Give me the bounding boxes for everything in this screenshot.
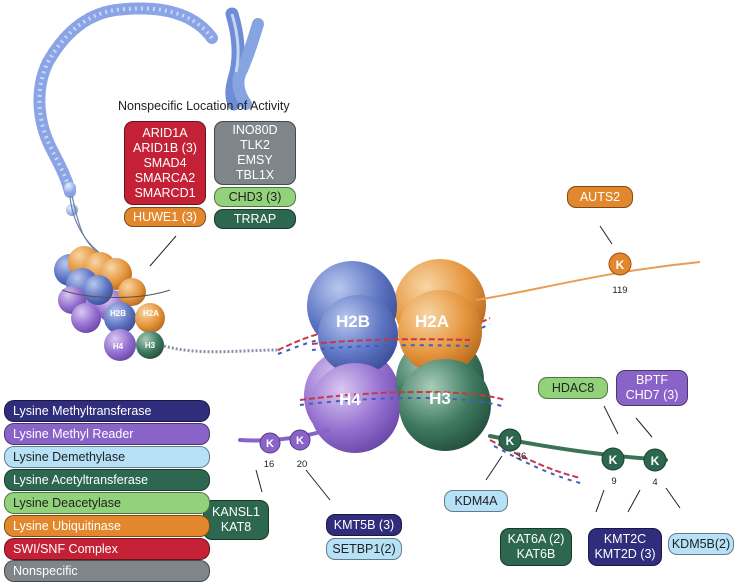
swisnf-protein-box: ARID1A ARID1B (3) SMAD4 SMARCA2 SMARCD1 (124, 121, 206, 205)
svg-text:K: K (266, 438, 274, 450)
chd3-protein-box: CHD3 (3) (214, 187, 296, 207)
connector-lines (149, 225, 681, 513)
nonspecific-protein-box: INO80D TLK2 EMSY TBL1X (214, 121, 296, 185)
histone-label-h3: H3 (429, 389, 451, 408)
protein-label: ARID1A (142, 125, 188, 140)
protein-label: EMSY (237, 153, 273, 167)
site-number-119: 119 (612, 285, 627, 296)
lysine-k9: K 9 (601, 447, 625, 487)
kdm5b-protein-box: KDM5B(2) (668, 533, 734, 555)
nucleosome-icon (277, 259, 585, 485)
lysine-k119: K 119 (608, 252, 632, 296)
nonspecific-location-title: Nonspecific Location of Activity (118, 99, 290, 113)
histone-label-h2a: H2A (415, 312, 449, 331)
legend-item-swisnf: SWI/SNF Complex (4, 538, 210, 560)
protein-label: INO80D (232, 123, 278, 137)
kmt5b-protein-box: KMT5B (3) (326, 514, 402, 536)
svg-text:K: K (296, 435, 304, 447)
histone-label-h3: H3 (145, 341, 156, 350)
legend-item-methyl-reader: Lysine Methyl Reader (4, 423, 210, 445)
legend-item-acetyltransferase: Lysine Acetyltransferase (4, 469, 210, 491)
kat6a-kat6b-protein-box: KAT6A (2) KAT6B (500, 528, 572, 566)
svg-text:K: K (506, 434, 515, 448)
kmt2c-kmt2d-protein-box: KMT2C KMT2D (3) (588, 528, 662, 566)
legend-item-ubiquitinase: Lysine Ubiquitinase (4, 515, 210, 537)
protein-label: SMAD4 (143, 155, 187, 170)
histone-label-h2b: H2B (336, 312, 370, 331)
histone-label-h2b: H2B (110, 309, 126, 318)
protein-label: SMARCA2 (134, 170, 196, 185)
chromatin-fiber-icon (33, 2, 218, 257)
lysine-k20: K 20 (289, 429, 311, 470)
huwe1-protein-box: HUWE1 (3) (124, 207, 206, 227)
site-number-16: 16 (264, 459, 275, 470)
nucleosome-array-icon (54, 246, 281, 361)
bptf-chd7-protein-box: BPTF CHD7 (3) (616, 370, 688, 406)
legend-item-demethylase: Lysine Demethylase (4, 446, 210, 468)
lysine-k4: K 4 (643, 448, 667, 488)
site-number-4: 4 (652, 477, 657, 488)
chromosome-icon (225, 7, 264, 111)
svg-text:K: K (609, 453, 618, 467)
lysine-k36: K 36 (498, 428, 527, 462)
legend-item-nonspecific: Nonspecific (4, 560, 210, 582)
site-number-20: 20 (297, 459, 308, 470)
hdac8-protein-box: HDAC8 (538, 377, 608, 399)
histone-label-h4: H4 (339, 390, 361, 409)
protein-label: SMARCD1 (134, 185, 196, 200)
setbp1-protein-box: SETBP1(2) (326, 538, 402, 560)
legend-item-deacetylase: Lysine Deacetylase (4, 492, 210, 514)
protein-label: TBL1X (235, 168, 275, 182)
kdm4a-protein-box: KDM4A (444, 490, 508, 512)
svg-text:K: K (616, 258, 625, 272)
protein-label: ARID1B (3) (133, 140, 197, 155)
histone-label-h2a: H2A (143, 309, 159, 318)
kansl1-kat8-protein-box: KANSL1 KAT8 (203, 500, 269, 540)
site-number-9: 9 (611, 476, 616, 487)
auts2-protein-box: AUTS2 (567, 186, 633, 208)
lysine-k16: K 16 (259, 432, 281, 470)
trrap-protein-box: TRRAP (214, 209, 296, 229)
svg-text:K: K (651, 454, 660, 468)
site-number-36: 36 (516, 451, 527, 462)
protein-label: TLK2 (240, 138, 270, 152)
histone-label-h4: H4 (113, 342, 124, 351)
legend-item-methyltransferase: Lysine Methyltransferase (4, 400, 210, 422)
